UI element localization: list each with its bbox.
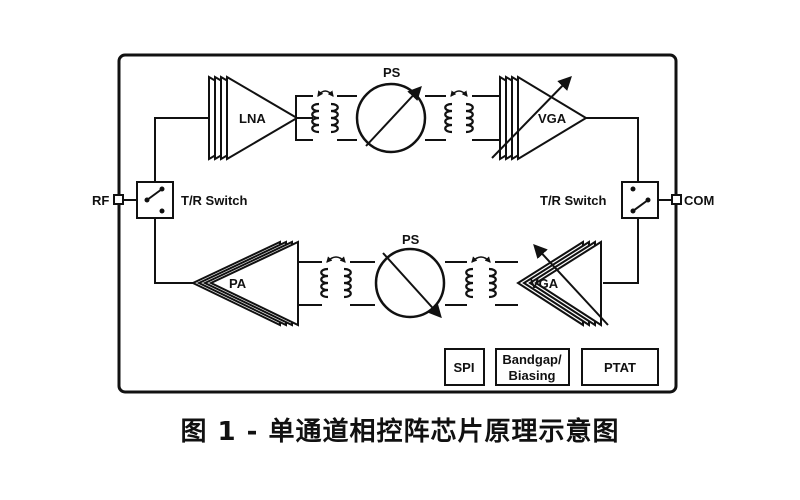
com-port-label: COM (684, 193, 714, 208)
spi-block: SPI (444, 348, 485, 386)
rf-port (113, 194, 124, 205)
tx-vga-label: VGA (530, 276, 559, 291)
tr-switch-left-label: T/R Switch (181, 193, 248, 208)
chip-outline (117, 53, 678, 394)
tx-ps-label: PS (402, 232, 420, 247)
rx-transformer-left (311, 90, 339, 134)
figure-caption: 图 1 - 单通道相控阵芯片原理示意图 (180, 417, 620, 447)
ptat-label: PTAT (604, 360, 636, 375)
rx-phase-shifter (355, 82, 427, 154)
bandgap-label-line2: Biasing (509, 368, 556, 383)
rx-vga-label: VGA (538, 111, 567, 126)
tr-switch-right (621, 181, 659, 219)
tx-transformer-left (320, 256, 352, 299)
tx-transformer-right (465, 256, 497, 299)
tr-switch-right-label: T/R Switch (540, 193, 607, 208)
pa-amplifier (190, 240, 299, 327)
ptat-block: PTAT (581, 348, 659, 386)
rx-ps-label: PS (383, 65, 401, 80)
rf-port-label: RF (92, 193, 109, 208)
lna-label: LNA (239, 111, 266, 126)
com-port (671, 194, 682, 205)
tr-switch-left (136, 181, 174, 219)
lna-amplifier (208, 75, 299, 161)
rx-vga (491, 75, 588, 161)
tx-vga (516, 240, 609, 327)
bandgap-label-line1: Bandgap/ (502, 352, 562, 367)
tx-phase-shifter (374, 247, 446, 319)
spi-label: SPI (454, 360, 475, 375)
rx-transformer-right (444, 90, 474, 134)
bandgap-biasing-block: Bandgap/ Biasing (495, 348, 570, 386)
pa-label: PA (229, 276, 247, 291)
